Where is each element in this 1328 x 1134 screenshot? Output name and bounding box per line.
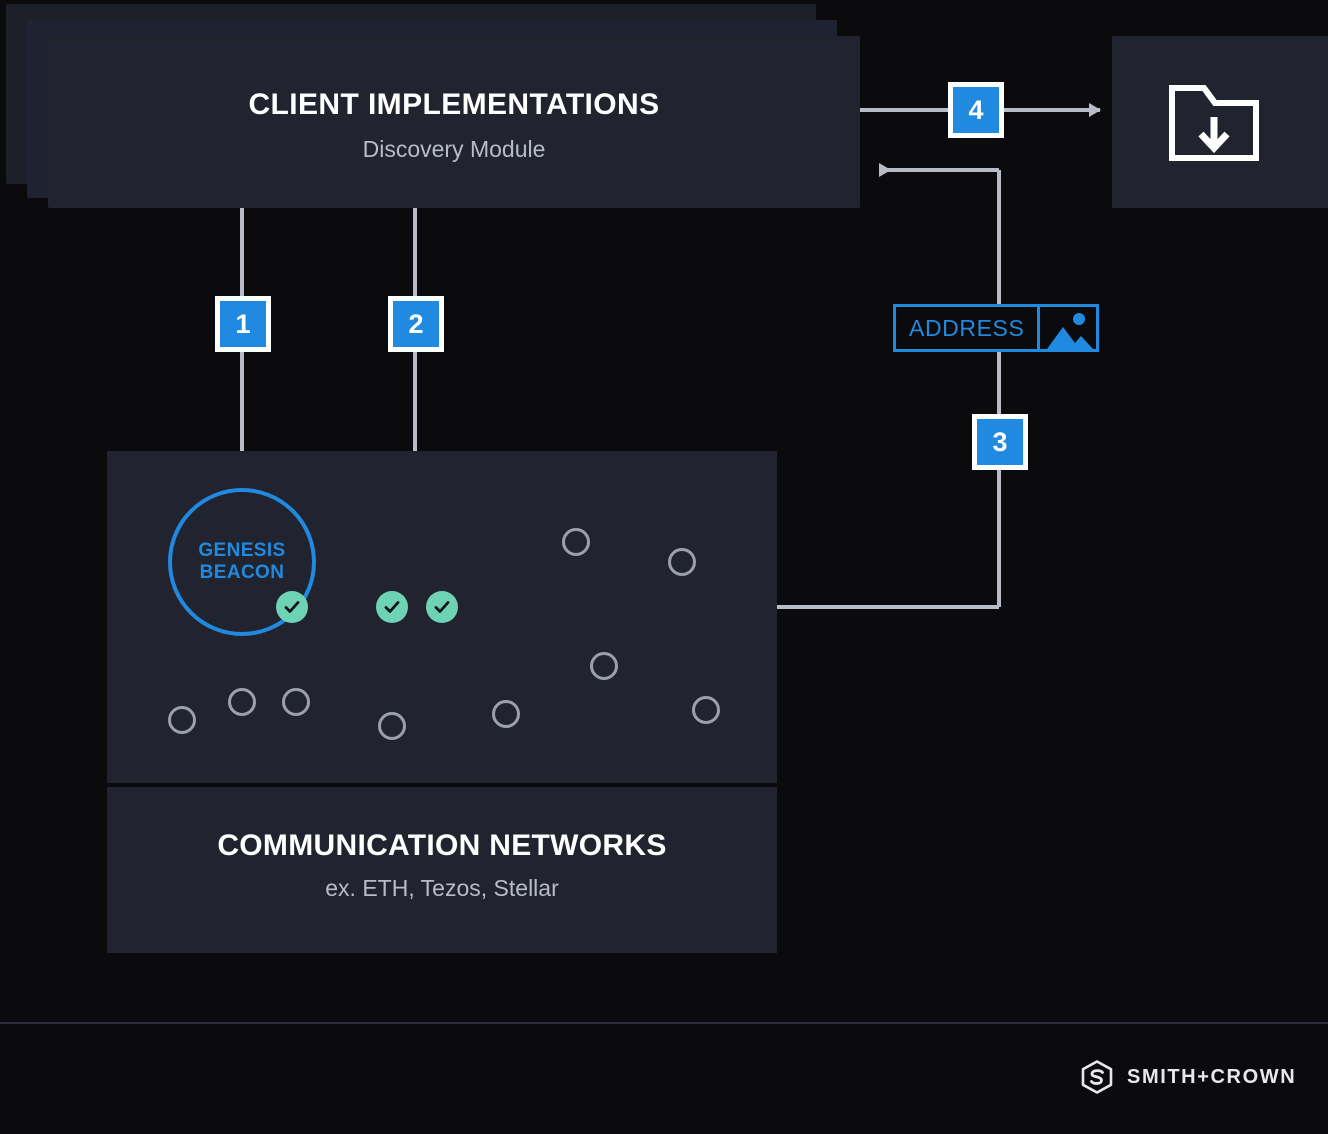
folder-download-icon [1168,84,1260,162]
brand-logo: SMITH+CROWN [1080,1060,1296,1094]
check-icon [434,601,450,613]
genesis-beacon-line-1: GENESIS [198,540,286,562]
step-badge-2[interactable]: 2 [388,296,444,352]
address-chip[interactable]: ADDRESS [893,304,1100,352]
peer-node[interactable] [228,688,256,716]
communication-networks-card[interactable]: COMMUNICATION NETWORKS ex. ETH, Tezos, S… [107,787,777,953]
client-implementations-card[interactable]: CLIENT IMPLEMENTATIONS Discovery Module [48,36,860,208]
step-badge-3[interactable]: 3 [972,414,1028,470]
step-badge-4[interactable]: 4 [948,82,1004,138]
genesis-beacon-line-2: BEACON [199,562,285,583]
address-chip-label: ADDRESS [909,314,1025,341]
peer-node[interactable] [668,548,696,576]
peer-node[interactable] [562,528,590,556]
check-icon [384,601,400,613]
comm-networks-title: COMMUNICATION NETWORKS [217,829,667,862]
peer-node[interactable] [692,696,720,724]
peer-node[interactable] [282,688,310,716]
client-card-subtitle: Discovery Module [362,136,546,162]
peer-check-badge-a[interactable] [376,591,408,623]
peer-node[interactable] [590,652,618,680]
peer-node[interactable] [168,706,196,734]
client-card-title: CLIENT IMPLEMENTATIONS [248,88,660,121]
peer-node[interactable] [378,712,406,740]
footer-divider [0,1022,1328,1024]
peer-node[interactable] [492,700,520,728]
hex-s-logo-icon [1081,1060,1113,1094]
comm-networks-subtitle: ex. ETH, Tezos, Stellar [325,875,559,901]
peer-check-badge-b[interactable] [426,591,458,623]
step-badge-1[interactable]: 1 [215,296,271,352]
check-icon [284,601,300,613]
beacon-check-badge[interactable] [276,591,308,623]
storage-panel[interactable] [1112,36,1328,208]
image-icon [1037,307,1097,349]
brand-name: SMITH+CROWN [1127,1065,1297,1088]
